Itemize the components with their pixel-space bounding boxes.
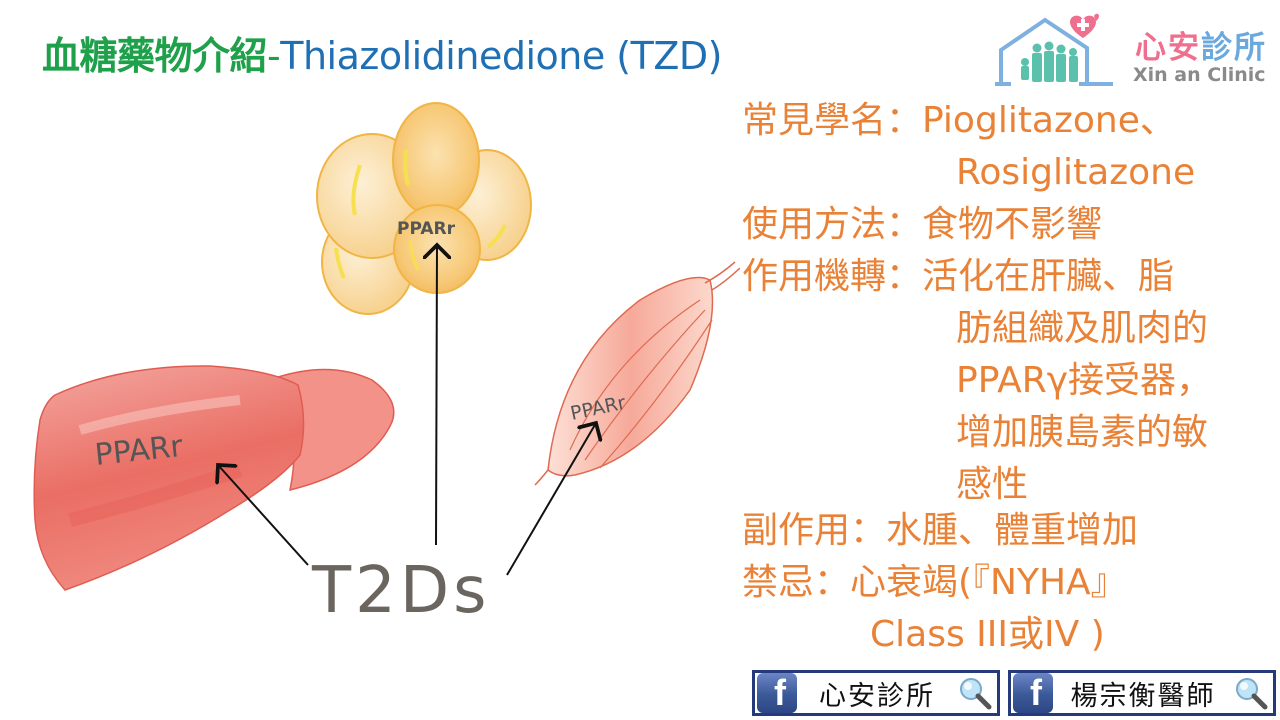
side-effects-row: 副作用：水腫、體重增加: [742, 508, 1138, 554]
clinic-name: 心安診所: [1135, 30, 1267, 66]
mechanism-line: 肪組織及肌肉的: [956, 308, 1209, 349]
contraindication-value-2: Class III或IV ): [870, 614, 1105, 655]
contraindication-label: 禁忌：: [742, 562, 851, 603]
usage-row: 使用方法：食物不影響: [742, 202, 1102, 248]
mechanism-line: 增加胰島素的敏: [956, 412, 1209, 453]
illustration: PPARr PPARr PPARr T2Ds: [33, 102, 740, 628]
title-chinese: 血糖藥物介紹: [42, 34, 268, 78]
magnifier-icon: [1236, 678, 1268, 710]
muscle-drawing: [534, 261, 740, 486]
generic-names-value-1: Pioglitazone、: [922, 100, 1176, 141]
facebook-search-clinic-button[interactable]: f 心安診所: [752, 670, 1000, 716]
clinic-name-english: Xin an Clinic: [1133, 64, 1266, 86]
mechanism-line: 活化在肝臟、脂: [922, 256, 1175, 297]
facebook-search-label: 楊宗衡醫師: [1070, 680, 1216, 712]
contraindication-value-1: 心衰竭(『NYHA』: [850, 562, 1127, 603]
mechanism-line: PPARγ接受器，: [956, 360, 1213, 401]
facebook-icon: f: [1013, 673, 1053, 713]
generic-names-label: 常見學名：: [742, 100, 923, 141]
usage-label: 使用方法：: [742, 204, 923, 245]
mechanism-row: 作用機轉：活化在肝臟、脂: [742, 254, 1174, 300]
generic-names-row: 常見學名：Pioglitazone、: [742, 98, 1176, 144]
magnifier-icon: [960, 678, 992, 710]
arrow-to-muscle: [506, 423, 596, 576]
adipose-tissue-drawing: [316, 102, 532, 315]
page-title: 血糖藥物介紹-Thiazolidinedione (TZD): [42, 28, 722, 84]
contraindication-row: 禁忌：心衰竭(『NYHA』: [742, 560, 1127, 606]
t2ds-label: T2Ds: [311, 554, 490, 628]
mechanism-line: 感性: [956, 464, 1029, 505]
liver-drawing: [33, 365, 395, 591]
arrow-to-liver: [218, 465, 309, 566]
title-separator: -: [267, 34, 281, 78]
side-effects-label: 副作用：: [742, 510, 887, 551]
arrow-to-fat: [436, 245, 437, 546]
generic-names-value-2: Rosiglitazone: [956, 152, 1196, 193]
house-family-icon: [995, 13, 1113, 86]
side-effects-value: 水腫、體重增加: [886, 510, 1139, 551]
mechanism-label: 作用機轉：: [742, 256, 923, 297]
facebook-search-doctor-button[interactable]: f 楊宗衡醫師: [1008, 670, 1276, 716]
title-english: Thiazolidinedione (TZD): [280, 34, 722, 78]
fat-receptor-label: PPARr: [397, 219, 456, 239]
facebook-search-label: 心安診所: [819, 680, 935, 712]
facebook-icon: f: [757, 673, 797, 713]
clinic-logo: 心安診所 Xin an Clinic: [995, 12, 1280, 92]
usage-value: 食物不影響: [922, 204, 1103, 245]
